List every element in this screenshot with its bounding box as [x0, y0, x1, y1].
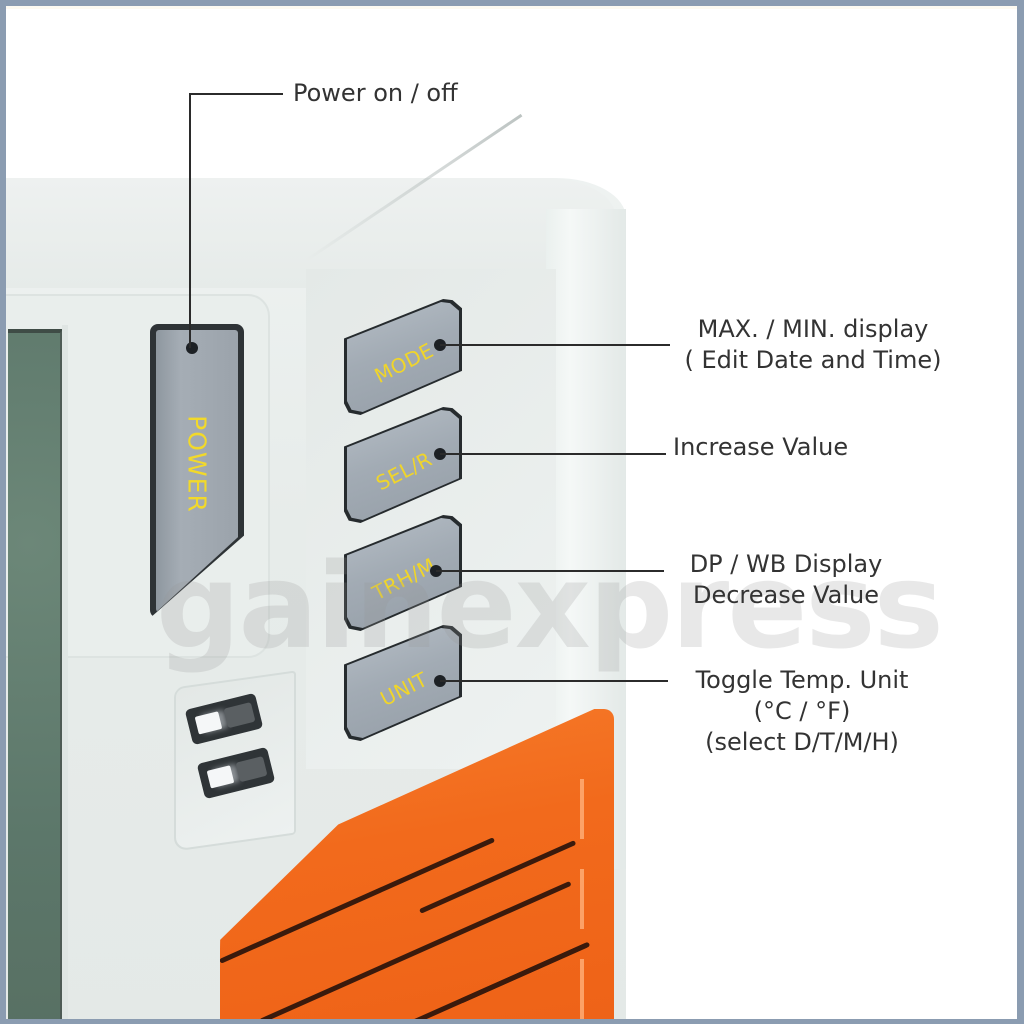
lcd-bezel [62, 325, 68, 1019]
mode-callout-line-2: ( Edit Date and Time) [684, 346, 942, 374]
grille-rim [580, 869, 584, 929]
trh-m-leader-line [436, 570, 664, 572]
unit-callout: Toggle Temp. Unit (°C / °F) (select D/T/… [668, 665, 936, 758]
switch-1-slot [223, 702, 256, 729]
switch-1-knob [194, 711, 223, 735]
grille-slit [368, 941, 591, 1019]
power-callout-line-1: Power on / off [293, 79, 458, 107]
power-leader-vertical [189, 93, 191, 348]
unit-callout-line-3: (select D/T/M/H) [705, 728, 899, 756]
power-button-label: POWER [182, 415, 212, 513]
switch-2-knob [206, 765, 235, 789]
grille-rim [580, 959, 584, 1019]
grille-slit [458, 942, 589, 1004]
mode-callout: MAX. / MIN. display ( Edit Date and Time… [658, 314, 968, 376]
lcd-screen [8, 329, 63, 1019]
unit-callout-line-1: Toggle Temp. Unit [695, 666, 909, 694]
mode-leader-line [440, 344, 670, 346]
power-callout-dot [186, 342, 198, 354]
grille-rim [580, 779, 584, 839]
trh-m-button[interactable]: TRH/M [344, 515, 464, 633]
sel-r-callout-line-1: Increase Value [673, 433, 849, 461]
mode-callout-line-1: MAX. / MIN. display [697, 315, 929, 343]
power-callout: Power on / off [293, 78, 458, 109]
unit-callout-line-2: (°C / °F) [753, 697, 851, 725]
trh-m-callout-line-1: DP / WB Display [689, 550, 883, 578]
trh-m-callout: DP / WB Display Decrease Value [666, 549, 906, 611]
sel-r-leader-line [440, 453, 666, 455]
unit-button[interactable]: UNIT [344, 625, 464, 743]
switch-2-slot [235, 756, 268, 783]
power-leader-horizontal [189, 93, 283, 95]
image-frame: POWER MODE SEL/R TRH/M UNIT [6, 6, 1017, 1019]
sel-r-button[interactable]: SEL/R [344, 407, 464, 525]
grille-slit [418, 840, 577, 914]
mode-button[interactable]: MODE [344, 299, 464, 417]
trh-m-callout-line-2: Decrease Value [692, 581, 880, 609]
grille-slit [258, 880, 572, 1019]
unit-leader-line [440, 680, 668, 682]
sel-r-callout: Increase Value [673, 432, 848, 463]
